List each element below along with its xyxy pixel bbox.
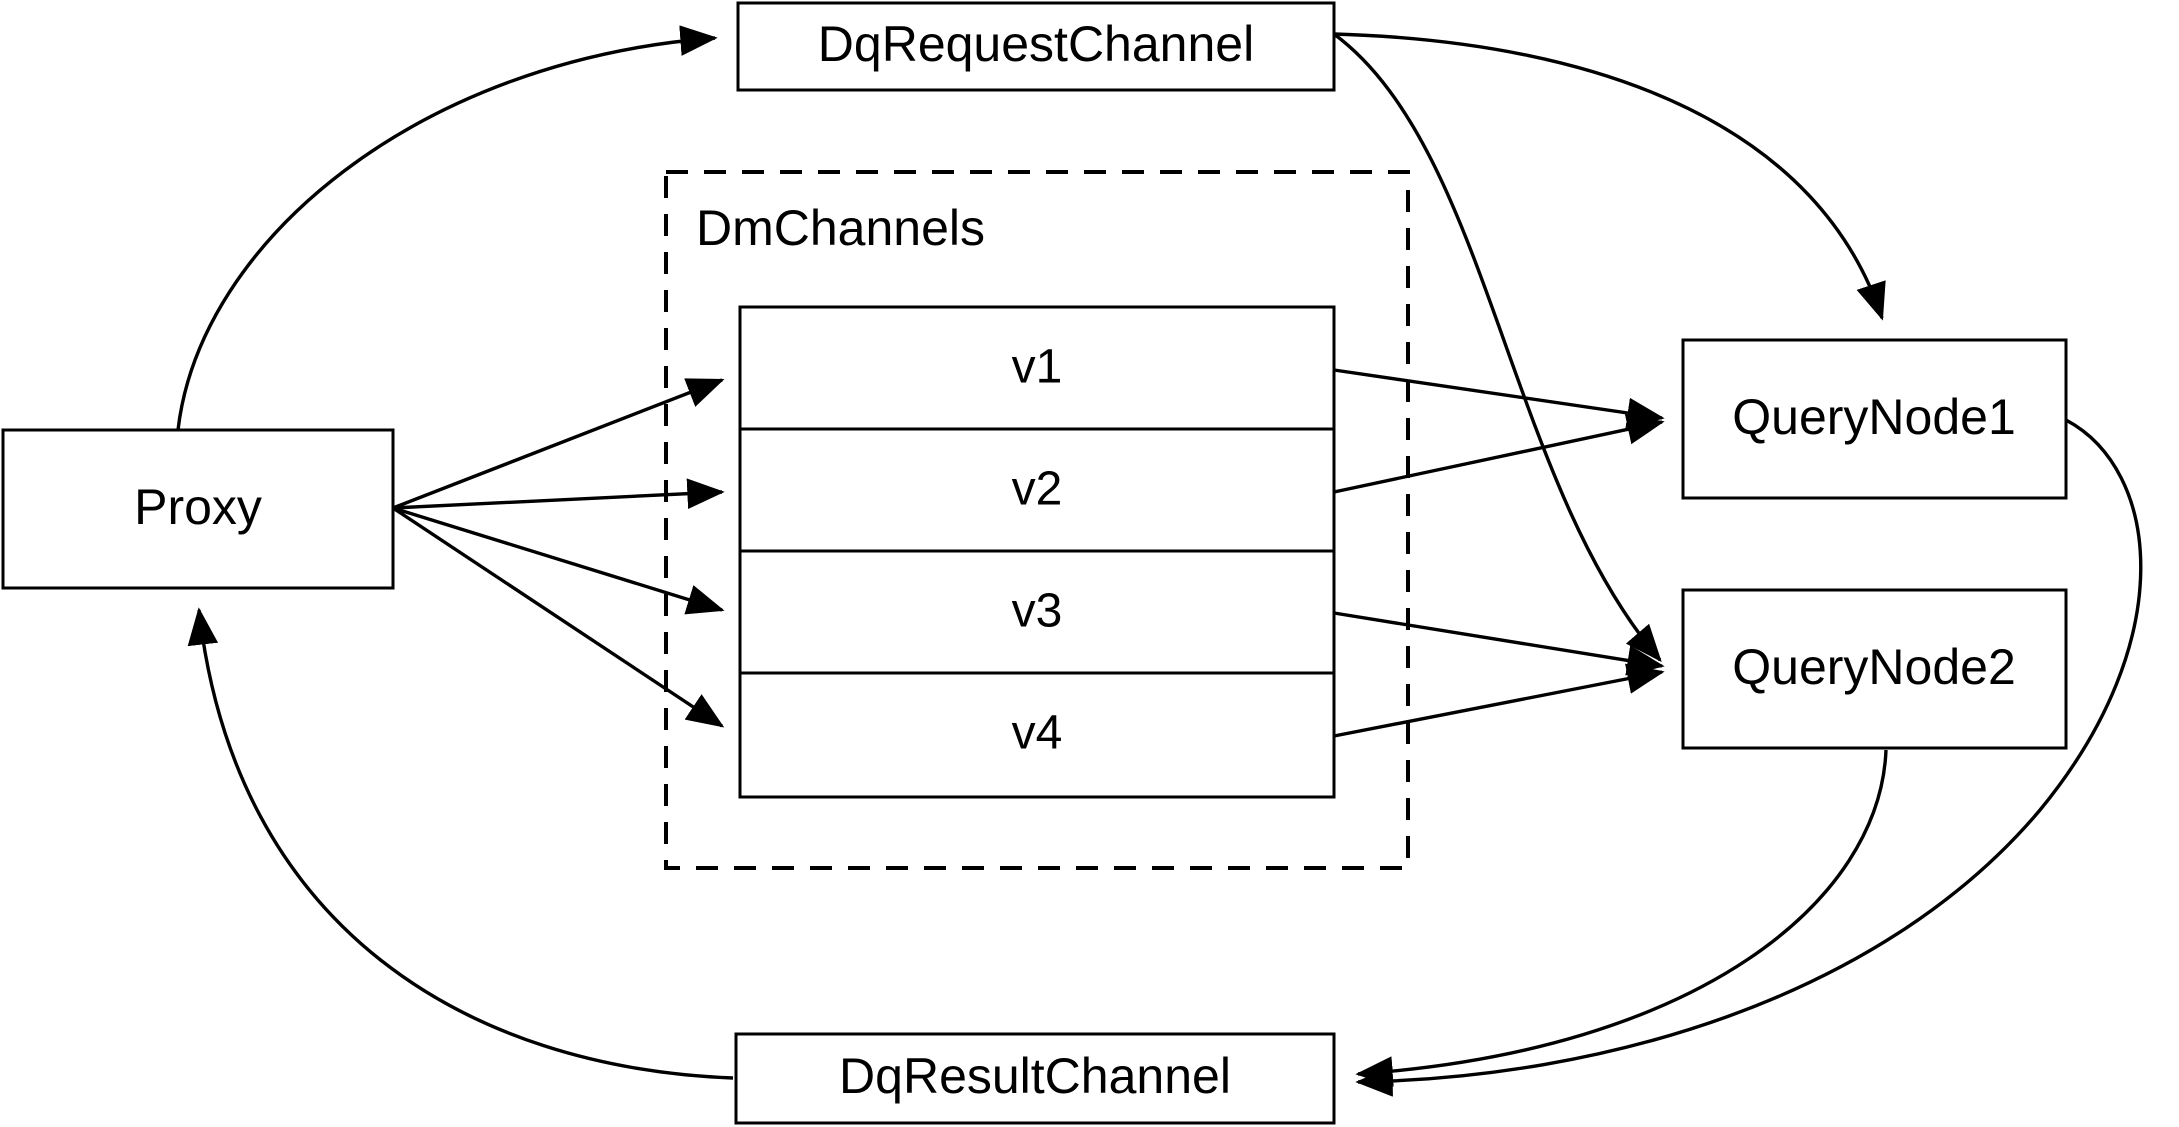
edge-proxy-to-dq-request-channel	[176, 25, 718, 431]
dm-channel-row-v3[interactable]: v3	[1012, 585, 1063, 638]
edge-proxy-to-v1	[392, 378, 725, 510]
edge-dq-request-channel-to-query-node-2	[1332, 32, 1662, 663]
node-query-node-2-label: QueryNode2	[1732, 639, 2016, 695]
node-dq-result-channel[interactable]	[734, 1032, 1336, 1125]
dm-channels-group-label: DmChannels	[696, 200, 985, 256]
dm-channel-row-v4[interactable]: v4	[1012, 707, 1063, 760]
dm-channel-row-v2[interactable]: v2	[1012, 463, 1063, 516]
node-dq-request-channel-label: DqRequestChannel	[818, 16, 1254, 72]
edge-proxy-to-v2	[392, 478, 725, 510]
node-query-node-1-label: QueryNode1	[1732, 389, 2016, 445]
edge-v2-to-query-node-1	[1333, 414, 1665, 494]
edge-dq-result-channel-to-proxy	[187, 607, 734, 1080]
dm-channels-group	[664, 170, 1410, 870]
node-proxy-label: Proxy	[134, 479, 262, 535]
edge-v3-to-query-node-2	[1333, 611, 1665, 676]
edge-v1-to-query-node-1	[1333, 368, 1665, 429]
edge-proxy-to-v4	[392, 506, 725, 728]
node-query-node-1[interactable]	[1681, 338, 2068, 500]
edge-query-node-2-to-dq-result-channel	[1355, 749, 1888, 1087]
edge-proxy-to-v3	[392, 506, 725, 615]
node-query-node-2[interactable]	[1681, 588, 2068, 750]
edge-query-node-1-to-dq-result-channel	[1355, 418, 2143, 1097]
node-proxy[interactable]	[1, 428, 395, 590]
node-dq-request-channel[interactable]	[736, 1, 1336, 92]
node-dq-result-channel-label: DqResultChannel	[839, 1048, 1231, 1104]
dm-channel-row-v1[interactable]: v1	[1012, 341, 1063, 394]
edge-v4-to-query-node-2	[1333, 663, 1665, 738]
edge-dq-request-channel-to-query-node-1	[1333, 32, 1886, 321]
